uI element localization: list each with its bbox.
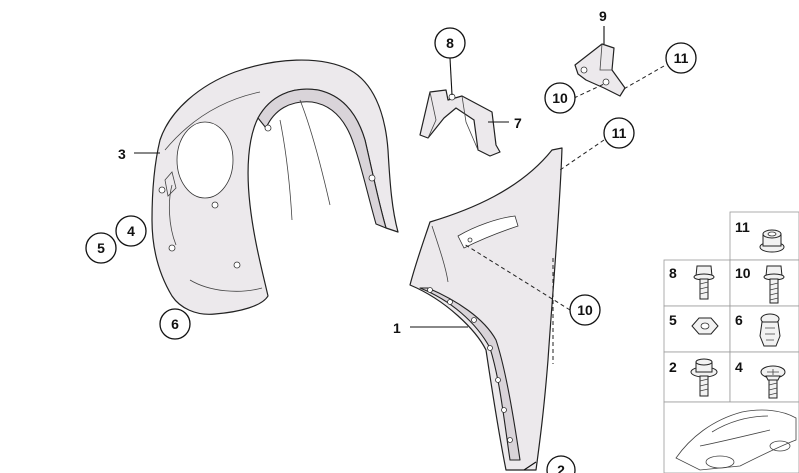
- callout-9: 9: [599, 8, 607, 24]
- hex-nut-icon: [691, 317, 719, 335]
- svg-text:11: 11: [674, 50, 689, 66]
- hw-label-6: 6: [735, 312, 743, 328]
- hw-label-10: 10: [735, 265, 751, 281]
- callout-11-top: 11: [665, 42, 697, 74]
- svg-text:5: 5: [97, 240, 105, 256]
- svg-text:7: 7: [514, 115, 522, 131]
- hardware-panel: 11 8 10 5 6 2 4: [663, 211, 799, 473]
- svg-text:6: 6: [171, 316, 179, 332]
- callout-10-mid: 10: [569, 294, 601, 326]
- wheel-arch-liner: [151, 59, 399, 315]
- svg-text:4: 4: [127, 223, 135, 239]
- hex-bolt-long-icon: [763, 265, 785, 304]
- svg-text:11: 11: [612, 125, 627, 141]
- svg-text:10: 10: [577, 302, 593, 318]
- side-panel: [409, 147, 563, 471]
- hw-label-5: 5: [669, 312, 677, 328]
- cross-head-screw-icon: [760, 365, 786, 399]
- small-bracket: [574, 43, 626, 97]
- vehicle-outline-icon: [675, 409, 797, 471]
- svg-text:9: 9: [599, 8, 607, 24]
- callout-3: 3: [118, 146, 126, 162]
- callout-8: 8: [434, 27, 466, 59]
- svg-text:8: 8: [446, 35, 454, 51]
- svg-text:1: 1: [393, 320, 401, 336]
- callout-4: 4: [115, 215, 147, 247]
- hw-label-4: 4: [735, 359, 743, 375]
- flange-nut-icon: [759, 229, 785, 253]
- callout-1: 1: [393, 320, 401, 336]
- expanding-rivet-icon: [759, 313, 781, 347]
- hw-label-8: 8: [669, 265, 677, 281]
- washer-screw-icon: [690, 358, 718, 397]
- svg-text:10: 10: [552, 90, 568, 106]
- bracket: [419, 89, 501, 157]
- callout-11-mid: 11: [603, 117, 635, 149]
- svg-text:3: 3: [118, 146, 126, 162]
- hw-label-2: 2: [669, 359, 677, 375]
- hw-label-11: 11: [735, 219, 750, 235]
- callout-10-top: 10: [544, 82, 576, 114]
- callout-5: 5: [85, 232, 117, 264]
- leader-lines: [134, 26, 665, 471]
- callout-6: 6: [159, 308, 191, 340]
- callout-2: 2: [546, 455, 576, 473]
- svg-text:2: 2: [557, 462, 565, 473]
- callout-7: 7: [514, 115, 522, 131]
- hex-bolt-short-icon: [693, 265, 715, 300]
